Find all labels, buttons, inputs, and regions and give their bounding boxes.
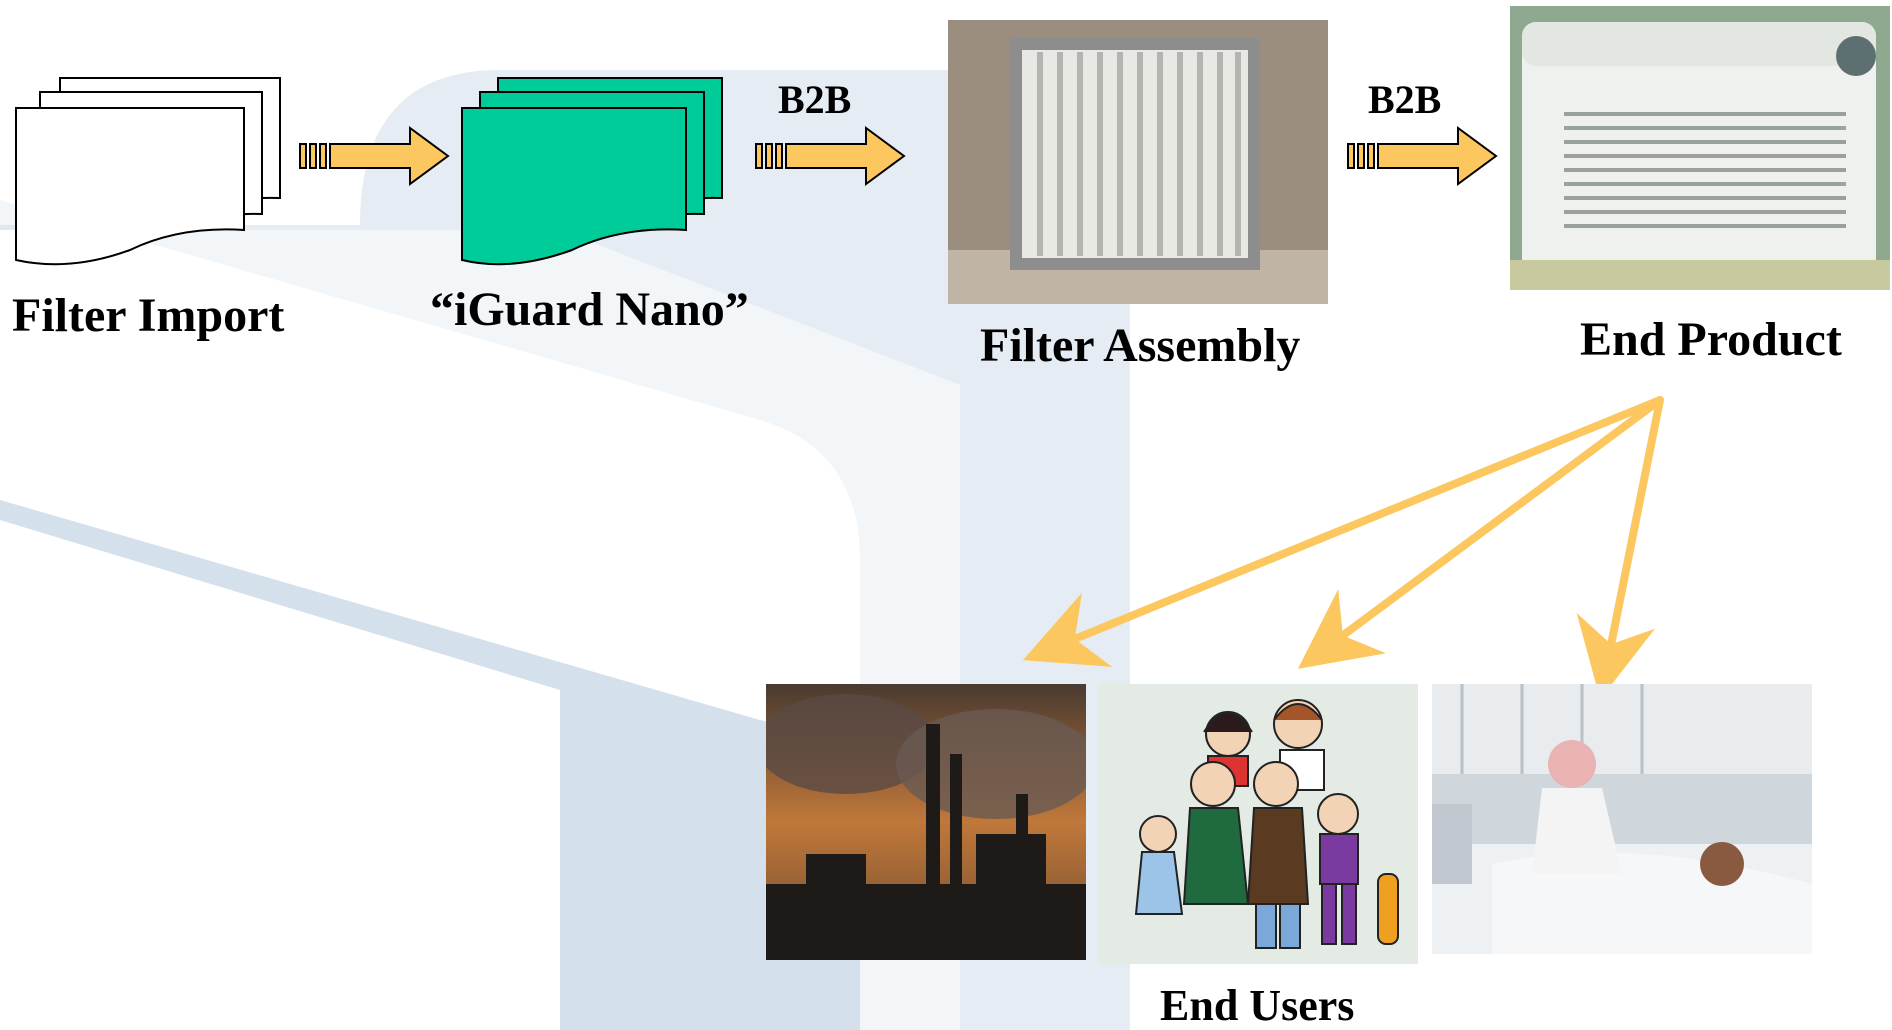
background-watermark <box>0 70 1130 1030</box>
edge-label-b2b-2: B2B <box>1368 77 1442 122</box>
stage-label-filter-assembly: Filter Assembly <box>980 319 1301 372</box>
stage-label-iguard-nano: “iGuard Nano” <box>430 283 749 336</box>
end-user-arrows <box>1022 396 1664 700</box>
end-users-label: End Users <box>1160 981 1355 1030</box>
arrow-import-to-nano <box>299 126 450 186</box>
hospital-patient-photo <box>1432 684 1812 954</box>
filter-import-icon <box>15 77 281 266</box>
edge-label-b2b-1: B2B <box>778 77 852 122</box>
stage-label-end-product: End Product <box>1580 313 1842 366</box>
family-cartoon-photo <box>1098 684 1418 964</box>
arrow-nano-to-assembly <box>755 126 906 186</box>
filter-assembly-photo <box>948 20 1328 304</box>
industry-smokestack-photo <box>766 684 1086 960</box>
iguard-nano-icon <box>461 77 723 266</box>
end-product-photo <box>1510 6 1890 290</box>
arrow-assembly-to-product <box>1347 126 1498 186</box>
stage-label-filter-import: Filter Import <box>12 289 285 342</box>
